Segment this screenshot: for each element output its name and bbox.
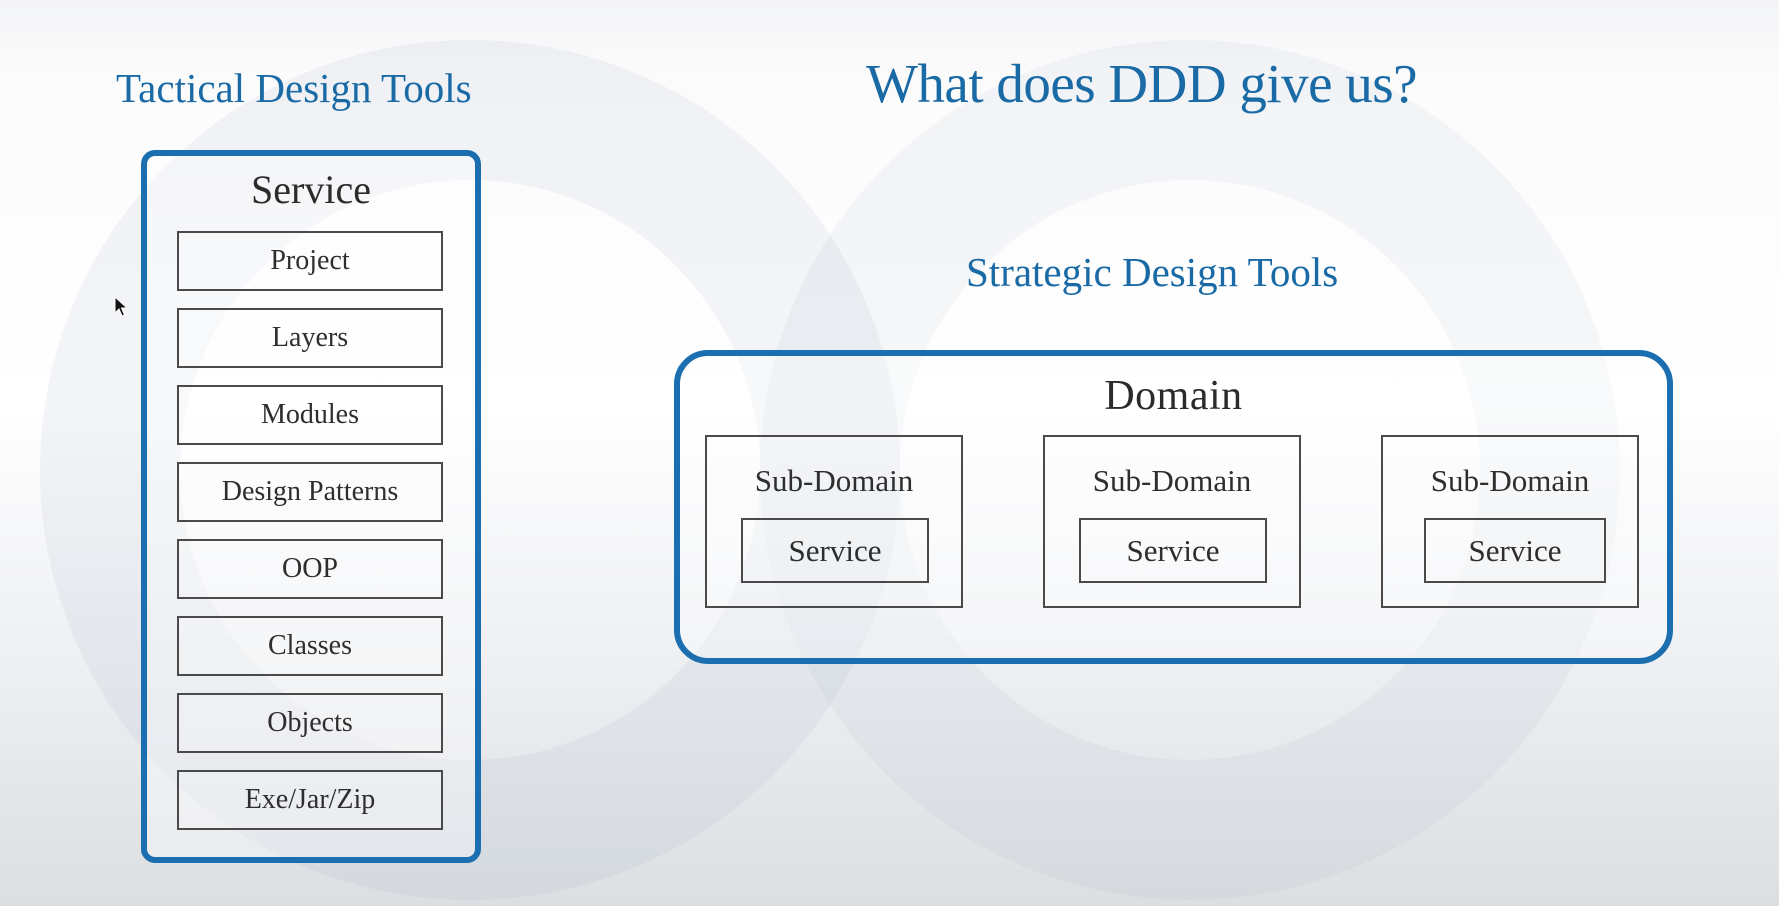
stack-item-oop: OOP — [177, 539, 443, 599]
subdomain-label: Sub-Domain — [1430, 463, 1590, 498]
subdomain-label: Sub-Domain — [1092, 463, 1252, 498]
tactical-stack: Project Layers Modules Design Patterns O… — [177, 231, 443, 847]
strategic-heading: Strategic Design Tools — [966, 249, 1339, 295]
stack-item-layers: Layers — [177, 308, 443, 368]
subdomain-box-2: Sub-Domain Service — [1043, 435, 1301, 608]
subdomain-box-1: Sub-Domain Service — [705, 435, 963, 608]
domain-container: Domain Sub-Domain Service Sub-Domain Ser… — [674, 350, 1673, 664]
subdomain-service-box: Service — [1079, 518, 1267, 583]
stack-item-project: Project — [177, 231, 443, 291]
subdomain-service-box: Service — [1424, 518, 1606, 583]
domain-container-label: Domain — [1104, 373, 1243, 419]
service-container: Service Project Layers Modules Design Pa… — [141, 150, 481, 863]
stack-item-modules: Modules — [177, 385, 443, 445]
stack-item-exe-jar-zip: Exe/Jar/Zip — [177, 770, 443, 830]
stack-item-objects: Objects — [177, 693, 443, 753]
stack-item-classes: Classes — [177, 616, 443, 676]
subdomain-label: Sub-Domain — [754, 463, 914, 498]
mouse-pointer-icon — [114, 296, 128, 317]
slide-title: What does DDD give us? — [866, 53, 1418, 114]
subdomain-service-box: Service — [741, 518, 929, 583]
stack-item-design-patterns: Design Patterns — [177, 462, 443, 522]
tactical-heading: Tactical Design Tools — [116, 65, 472, 111]
subdomain-box-3: Sub-Domain Service — [1381, 435, 1639, 608]
service-container-label: Service — [251, 167, 371, 212]
